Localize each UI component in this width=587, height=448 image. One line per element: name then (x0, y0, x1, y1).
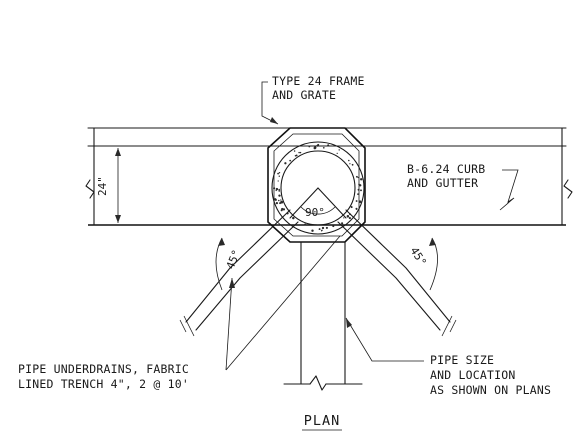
concrete-stipple-dot (349, 163, 351, 165)
concrete-stipple-dot (280, 199, 282, 201)
concrete-stipple-dot (346, 215, 350, 218)
concrete-stipple-dot (304, 223, 307, 226)
concrete-stipple-dot (325, 226, 328, 229)
left-45-angle: 45° (215, 237, 243, 291)
underdrain-label-line1: PIPE UNDERDRAINS, FABRIC (18, 362, 189, 376)
concrete-stipple-dot (280, 201, 284, 204)
center-angle-wedge: 90° (289, 187, 347, 219)
concrete-stipple-dot (357, 193, 359, 195)
concrete-stipple-dot (357, 188, 360, 191)
width-dimension: 24" (96, 148, 121, 223)
right-angle-label: 45° (407, 245, 429, 269)
width-dimension-label: 24" (96, 176, 109, 196)
concrete-stipple-dot (332, 225, 335, 228)
concrete-stipple-dot (289, 159, 292, 162)
concrete-stipple-dot (327, 144, 330, 147)
frame-leader: TYPE 24 FRAME AND GRATE (261, 74, 365, 125)
vertical-pipe (283, 241, 363, 391)
plan-title: PLAN (302, 413, 342, 431)
curb-label-line1: B-6.24 CURB (407, 162, 485, 176)
concrete-stipple-dot (358, 200, 362, 203)
concrete-stipple-dot (351, 163, 354, 166)
frame-label-line1: TYPE 24 FRAME (272, 74, 365, 88)
left-break-symbol (85, 179, 95, 199)
right-underdrain (337, 209, 457, 337)
concrete-stipple-dot (298, 151, 300, 154)
concrete-stipple-dot (292, 216, 295, 220)
concrete-stipple-dot (359, 184, 362, 187)
concrete-stipple-dot (294, 155, 297, 157)
pipe-label-line3: AS SHOWN ON PLANS (430, 383, 551, 397)
concrete-stipple-dot (311, 229, 314, 232)
plan-title-text: PLAN (304, 413, 341, 429)
right-45-angle: 45° (407, 237, 438, 291)
concrete-stipple-dot (348, 159, 350, 162)
concrete-stipple-dot (357, 176, 359, 179)
pipe-leader: PIPE SIZE AND LOCATION AS SHOWN ON PLANS (345, 317, 551, 397)
pipe-label-line1: PIPE SIZE (430, 353, 494, 367)
concrete-stipple-dot (308, 145, 311, 148)
curb-label-line2: AND GUTTER (407, 176, 478, 190)
concrete-stipple-dot (278, 175, 281, 177)
concrete-stipple-dot (278, 171, 281, 174)
concrete-stipple-dot (355, 200, 358, 202)
concrete-stipple-dot (277, 172, 279, 175)
concrete-stipple-dot (293, 150, 296, 152)
concrete-stipple-dot (318, 228, 321, 231)
center-angle-label: 90° (305, 206, 325, 219)
concrete-stipple-dot (282, 208, 286, 211)
concrete-stipple-dot (355, 208, 358, 210)
concrete-stipple-dot (321, 226, 325, 230)
left-angle-label: 45° (224, 248, 243, 271)
concrete-stipple-dot (322, 146, 325, 149)
concrete-ring (271, 141, 365, 235)
concrete-stipple-dot (348, 217, 351, 220)
concrete-stipple-dot (275, 201, 279, 205)
concrete-stipple-dot (278, 194, 281, 197)
concrete-stipple-dot (278, 190, 281, 192)
concrete-stipple-dot (299, 151, 302, 154)
concrete-stipple-dot (273, 187, 276, 190)
concrete-stipple-dot (317, 143, 320, 146)
concrete-stipple-dot (351, 206, 353, 209)
concrete-stipple-dot (284, 162, 287, 165)
curb-leader: B-6.24 CURB AND GUTTER (407, 162, 519, 211)
concrete-stipple-dot (278, 188, 281, 191)
underdrain-label-line2: LINED TRENCH 4", 2 @ 10' (18, 377, 189, 391)
concrete-stipple-dot (273, 198, 277, 201)
concrete-stipple-dot (277, 180, 279, 182)
concrete-stipple-dot (336, 152, 338, 155)
concrete-stipple-dot (275, 187, 279, 191)
pipe-label-line2: AND LOCATION (430, 368, 515, 382)
underdrain-leader: PIPE UNDERDRAINS, FABRIC LINED TRENCH 4"… (18, 235, 341, 391)
concrete-stipple-dot (360, 178, 363, 181)
concrete-stipple-dot (355, 175, 358, 178)
frame-label-line2: AND GRATE (272, 88, 336, 102)
left-underdrain (179, 209, 299, 337)
concrete-stipple-dot (343, 217, 345, 219)
concrete-stipple-dot (320, 230, 323, 232)
concrete-stipple-dot (281, 207, 284, 211)
concrete-stipple-dot (360, 189, 362, 192)
concrete-stipple-dot (278, 199, 280, 202)
right-break-symbol (563, 179, 573, 199)
concrete-stipple-dot (338, 149, 340, 151)
concrete-stipple-dot (313, 146, 317, 149)
concrete-stipple-dot (341, 222, 344, 225)
